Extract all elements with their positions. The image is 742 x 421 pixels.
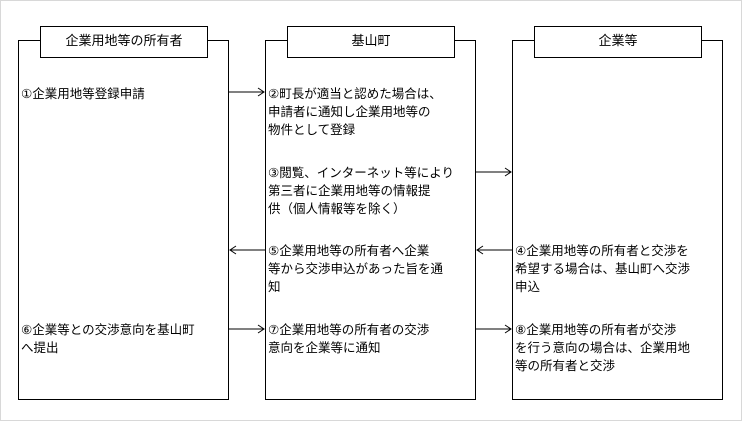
arrow-owner-to-town-1 [229,87,265,97]
town-header: 基山町 [287,26,455,58]
arrow-company-to-town-4 [476,245,512,255]
company-column [512,40,723,400]
owner-header: 企業用地等の所有者 [40,26,208,58]
step-8-negotiation: ⑧企業用地等の所有者が交渉 を行う意向の場合は、企業用地 等の所有者と交渉 [515,322,691,373]
arrow-town-to-company-7 [476,324,512,334]
step-6-submit-intention: ⑥企業等との交渉意向を基山町 へ提出 [21,322,195,355]
step-5-notify-owner: ⑤企業用地等の所有者へ企業 等から交渉申込があった旨を通 知 [268,243,444,294]
step-7-notify-company: ⑦企業用地等の所有者の交渉 意向を企業等に通知 [268,322,430,355]
town-column [265,40,476,400]
owner-column [18,40,229,400]
arrow-town-to-company-3 [476,167,512,177]
company-header: 企業等 [534,26,702,58]
step-3-information-provision: ③閲覧、インターネット等により 第三者に企業用地等の情報提 供（個人情報等を除く… [268,165,454,216]
step-1-registration-request: ①企業用地等登録申請 [21,86,145,101]
step-4-negotiation-request: ④企業用地等の所有者と交渉を 希望する場合は、基山町へ交渉 申込 [515,243,691,294]
arrow-owner-to-town-6 [229,324,265,334]
step-2-registration: ②町長が適当と認めた場合は、 申請者に通知し企業用地等の 物件として登録 [268,86,442,137]
arrow-town-to-owner-5 [229,245,265,255]
